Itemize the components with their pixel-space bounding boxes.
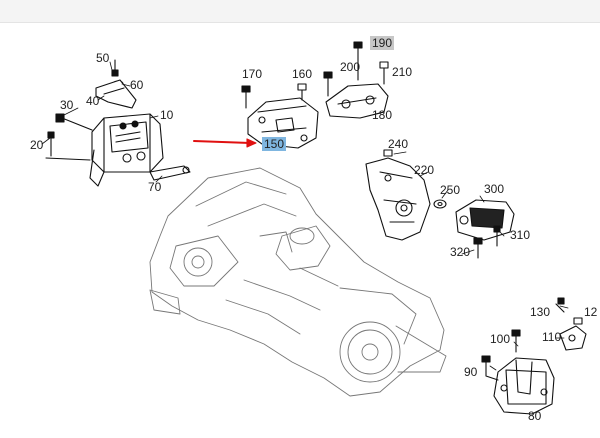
callout-10[interactable]: 10 — [160, 108, 174, 122]
callout-160[interactable]: 160 — [292, 67, 313, 81]
mount-80[interactable] — [493, 357, 555, 415]
callout-60[interactable]: 60 — [130, 78, 144, 92]
callout-170[interactable]: 170 — [242, 67, 263, 81]
callout-150[interactable]: 150 — [262, 137, 287, 151]
callout-200[interactable]: 200 — [340, 60, 361, 74]
callout-220[interactable]: 220 — [414, 163, 435, 177]
bolt-190[interactable] — [353, 41, 363, 81]
callout-300[interactable]: 300 — [484, 182, 505, 196]
callout-70[interactable]: 70 — [148, 180, 162, 194]
callout-50[interactable]: 50 — [96, 51, 110, 65]
callout-320[interactable]: 320 — [450, 245, 471, 259]
callout-180[interactable]: 180 — [372, 108, 393, 122]
nut-120[interactable] — [573, 317, 583, 325]
bracket-220[interactable] — [365, 157, 431, 241]
callout-90[interactable]: 90 — [464, 365, 478, 379]
top-band — [0, 0, 600, 23]
mount-300[interactable] — [455, 199, 515, 241]
bracket-40[interactable] — [95, 79, 137, 109]
callout-210[interactable]: 210 — [392, 65, 413, 79]
washer-250[interactable] — [433, 199, 447, 209]
callout-30[interactable]: 30 — [60, 98, 74, 112]
callout-310[interactable]: 310 — [510, 228, 531, 242]
callout-240[interactable]: 240 — [388, 137, 409, 151]
bolt-170[interactable] — [241, 85, 251, 109]
pointer-arrow — [193, 138, 257, 148]
callout-80[interactable]: 80 — [528, 409, 542, 423]
nut-160[interactable] — [297, 83, 307, 101]
bolt-130[interactable] — [555, 297, 565, 313]
bolt-20[interactable] — [45, 131, 91, 161]
bolt-320[interactable] — [473, 237, 483, 259]
callout-110[interactable]: 110 — [542, 330, 562, 344]
callout-20[interactable]: 20 — [30, 138, 44, 152]
engine-mount-left[interactable] — [89, 113, 164, 187]
bracket-180[interactable] — [325, 83, 389, 119]
callout-40[interactable]: 40 — [86, 94, 100, 108]
callout-190[interactable]: 190 — [370, 36, 395, 50]
engine-block — [149, 167, 447, 397]
bolt-50[interactable] — [111, 59, 119, 77]
callout-120[interactable]: 12 — [584, 305, 598, 319]
callout-130[interactable]: 130 — [530, 305, 551, 319]
bolt-90[interactable] — [481, 355, 499, 381]
bracket-110[interactable] — [559, 325, 587, 351]
stud-210[interactable] — [379, 61, 389, 85]
callout-100[interactable]: 100 — [490, 332, 511, 346]
callout-250[interactable]: 250 — [440, 183, 461, 197]
bracket-150[interactable] — [247, 97, 319, 149]
bolt-100[interactable] — [511, 329, 521, 353]
bolt-30[interactable] — [55, 113, 93, 131]
bolt-240[interactable] — [383, 149, 393, 157]
bolt-200[interactable] — [323, 71, 333, 97]
stud-70[interactable] — [149, 165, 191, 181]
